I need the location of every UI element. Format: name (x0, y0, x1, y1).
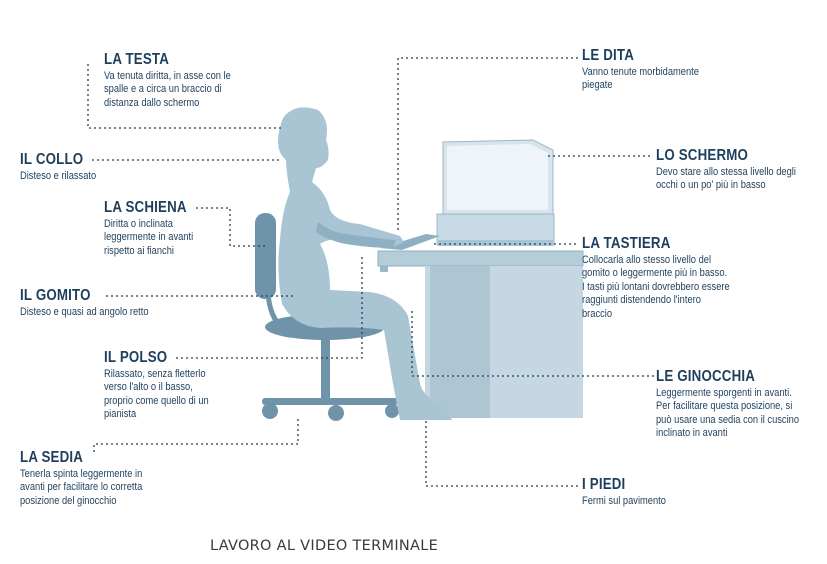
label-schermo-desc: Devo stare allo stessa livello degli occ… (656, 166, 796, 193)
label-sedia: LA SEDIA Tenerla spinta leggermente in a… (20, 449, 159, 508)
desc-line: occhi o un po' più in basso (656, 179, 766, 192)
leader-polso (176, 254, 363, 359)
label-gomito: IL GOMITO Disteso e quasi ad angolo rett… (20, 287, 166, 319)
label-dita-desc: Vanno tenute morbidamente piegate (582, 66, 699, 93)
label-dita: LE DITA Vanno tenute morbidamente piegat… (582, 47, 715, 93)
desc-line: braccio (582, 307, 613, 320)
label-tastiera-title: LA TASTIERA (582, 235, 671, 252)
desc-line: piegate (582, 79, 613, 92)
label-polso: IL POLSO Rilassato, senza fletterlo vers… (104, 349, 223, 422)
leader-dita (397, 57, 578, 230)
label-sedia-title: LA SEDIA (20, 449, 84, 466)
leader-ginocchia (411, 308, 654, 377)
desc-line: avanti per facilitare lo corretta (20, 481, 143, 494)
page-caption: LAVORO AL VIDEO TERMINALE (210, 538, 439, 554)
desc-line: Va tenuta diritta, in asse con le (104, 70, 231, 82)
desc-line: gomito o leggermente più in basso. (582, 267, 728, 280)
label-testa: LA TESTA Va tenuta diritta, in asse con … (104, 51, 248, 110)
label-ginocchia: LE GINOCCHIA Leggermente sporgenti in av… (656, 368, 819, 441)
desc-line: Rilassato, senza fletterlo (104, 368, 206, 380)
desc-line: proprio come quello di un (104, 394, 209, 407)
desc-line: Tenerla spinta leggermente in (20, 468, 143, 480)
desc-line: Diritta o inclinata (104, 218, 173, 230)
desc-line: raggiunti distendendo l'intero (582, 294, 701, 307)
label-testa-desc: Va tenuta diritta, in asse con le spalle… (104, 70, 231, 110)
desc-line: Vanno tenute morbidamente (582, 66, 699, 78)
label-collo: IL COLLO Disteso e rilassato (20, 151, 107, 183)
desk (377, 250, 584, 418)
desc-line: I tasti più lontani dovrebbero essere (582, 280, 730, 293)
leader-lines (87, 57, 654, 487)
leader-schiena (196, 207, 265, 247)
label-piedi-title: I PIEDI (582, 476, 626, 493)
label-collo-desc: Disteso e rilassato (20, 170, 96, 183)
desc-line: distanza dallo schermo (104, 96, 200, 109)
label-collo-title: IL COLLO (20, 151, 84, 168)
desc-line: inclinato in avanti (656, 427, 728, 440)
label-tastiera: LA TASTIERA Collocarla allo stesso livel… (582, 235, 750, 321)
label-piedi-desc: Fermi sul pavimento (582, 495, 666, 508)
label-gomito-desc: Disteso e quasi ad angolo retto (20, 306, 149, 319)
label-tastiera-desc: Collocarla allo stesso livello del gomit… (582, 254, 730, 321)
leader-sedia (93, 416, 299, 452)
desc-line: Collocarla allo stesso livello del (582, 254, 712, 266)
desc-line: Devo stare allo stessa livello degli (656, 166, 796, 178)
desc-line: pianista (104, 408, 137, 421)
label-schiena: LA SCHIENA Diritta o inclinata leggermen… (104, 199, 205, 258)
label-testa-title: LA TESTA (104, 51, 170, 68)
desc-line: Disteso e rilassato (20, 170, 97, 182)
desc-line: posizione del ginocchio (20, 494, 117, 507)
label-sedia-desc: Tenerla spinta leggermente in avanti per… (20, 468, 142, 508)
desc-line: rispetto ai fianchi (104, 244, 174, 257)
desc-line: può usare una sedia con il cuscino (656, 413, 800, 426)
monitor (436, 139, 555, 246)
label-polso-desc: Rilassato, senza fletterlo verso l'alto … (104, 368, 209, 422)
label-schermo: LO SCHERMO Devo stare allo stessa livell… (656, 147, 815, 193)
label-piedi: I PIEDI Fermi sul pavimento (582, 476, 677, 508)
label-ginocchia-title: LE GINOCCHIA (656, 368, 756, 385)
label-polso-title: IL POLSO (104, 349, 168, 366)
leader-piedi (425, 418, 578, 487)
desc-line: Disteso e quasi ad angolo retto (20, 306, 149, 318)
label-dita-title: LE DITA (582, 47, 635, 64)
label-gomito-title: IL GOMITO (20, 287, 91, 304)
desc-line: Fermi sul pavimento (582, 495, 666, 507)
seated-person (278, 107, 452, 420)
desc-line: leggermente in avanti (104, 231, 194, 244)
leader-testa (87, 64, 282, 129)
desc-line: Leggermente sporgenti in avanti. (656, 387, 792, 399)
label-schermo-title: LO SCHERMO (656, 147, 749, 164)
label-schiena-desc: Diritta o inclinata leggermente in avant… (104, 218, 193, 258)
label-ginocchia-desc: Leggermente sporgenti in avanti. Per fac… (656, 387, 799, 441)
desc-line: spalle e a circa un braccio di (104, 83, 222, 96)
desc-line: Per facilitare questa posizione, si (656, 400, 793, 413)
keyboard (380, 234, 440, 250)
desc-line: verso l'alto o il basso, (104, 381, 193, 394)
label-schiena-title: LA SCHIENA (104, 199, 187, 216)
